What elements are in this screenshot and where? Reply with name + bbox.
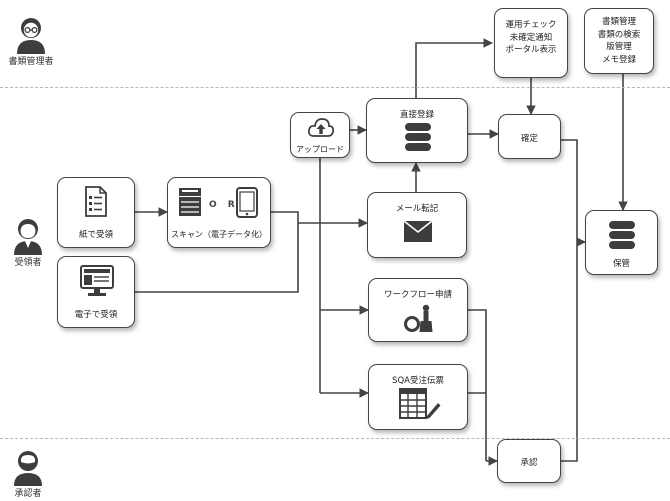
copier-icon bbox=[179, 188, 201, 216]
management-note-line-1: 書類管理 bbox=[601, 17, 636, 27]
approval-label: 承認 bbox=[520, 458, 538, 468]
mail-forward-label: メール転記 bbox=[395, 204, 439, 214]
actor-label-admin: 書類管理者 bbox=[8, 57, 54, 67]
spreadsheet-edit-icon bbox=[399, 388, 441, 419]
arrow-direct-to-ops bbox=[415, 38, 493, 98]
paper-receipt-node[interactable]: 紙で受領 bbox=[57, 177, 135, 248]
actor-label-receiver: 受領者 bbox=[14, 258, 42, 268]
upload-label: アップロード bbox=[296, 145, 344, 154]
management-note-line-4: メモ登録 bbox=[601, 54, 636, 65]
management-note-line-2: 書類の検索 bbox=[597, 29, 641, 40]
line-electronic-to-trunk bbox=[135, 223, 299, 293]
operations-note-line-1: 運用チェック bbox=[505, 20, 557, 30]
line-approval-out bbox=[561, 242, 578, 462]
actor-document-admin: 書類管理者 bbox=[2, 14, 60, 67]
actor-label-approver: 承認者 bbox=[14, 489, 42, 499]
upload-node[interactable]: アップロード bbox=[290, 112, 350, 158]
operations-note-line-2: 未確定通知 bbox=[509, 32, 553, 43]
paper-receipt-label: 紙で受領 bbox=[78, 230, 113, 240]
operations-note[interactable]: 運用チェック 未確定通知 ポータル表示 bbox=[494, 8, 568, 78]
stamp-icon bbox=[404, 304, 433, 332]
cloud-upload-icon bbox=[308, 118, 335, 137]
management-note[interactable]: 書類管理 書類の検索 版管理 メモ登録 bbox=[584, 8, 654, 74]
sqa-order-node[interactable]: SQA受注伝票 bbox=[368, 364, 468, 430]
database-icon bbox=[609, 221, 635, 249]
approval-node[interactable]: 承認 bbox=[497, 439, 561, 483]
database-icon bbox=[405, 123, 431, 151]
operations-note-line-3: ポータル表示 bbox=[505, 45, 557, 55]
person-icon bbox=[14, 219, 42, 255]
line-confirm-to-right bbox=[561, 139, 578, 242]
scan-label: スキャン（電子データ化） bbox=[171, 230, 267, 239]
electronic-receipt-node[interactable]: 電子で受領 bbox=[57, 256, 135, 328]
tablet-icon bbox=[236, 187, 258, 218]
management-note-line-3: 版管理 bbox=[606, 42, 632, 52]
mail-forward-node[interactable]: メール転記 bbox=[367, 192, 467, 258]
workflow-request-node[interactable]: ワークフロー申請 bbox=[368, 278, 468, 342]
person-beard-icon bbox=[14, 451, 42, 486]
storage-node[interactable]: 保管 bbox=[585, 210, 658, 275]
actor-approver: 承認者 bbox=[2, 448, 54, 499]
lane-divider-bottom bbox=[0, 438, 670, 439]
confirm-label: 確定 bbox=[520, 134, 538, 144]
workflow-request-label: ワークフロー申請 bbox=[383, 290, 452, 300]
sqa-order-label: SQA受注伝票 bbox=[392, 376, 444, 386]
envelope-icon bbox=[403, 220, 433, 242]
scan-node[interactable]: O R スキャン（電子データ化） bbox=[167, 177, 271, 248]
monitor-icon bbox=[80, 265, 114, 296]
electronic-receipt-label: 電子で受領 bbox=[74, 310, 118, 320]
direct-register-label: 直接登録 bbox=[399, 110, 434, 120]
scan-or-text: O R bbox=[209, 200, 239, 210]
lane-divider-top bbox=[0, 87, 670, 88]
document-list-icon bbox=[85, 186, 107, 217]
line-workflow-out bbox=[468, 309, 487, 461]
actor-receiver: 受領者 bbox=[4, 215, 52, 268]
line-scan-to-trunk bbox=[271, 211, 299, 223]
confirm-node[interactable]: 確定 bbox=[498, 114, 561, 159]
person-glasses-icon bbox=[17, 18, 45, 54]
direct-register-node[interactable]: 直接登録 bbox=[366, 98, 468, 163]
storage-label: 保管 bbox=[612, 259, 630, 269]
